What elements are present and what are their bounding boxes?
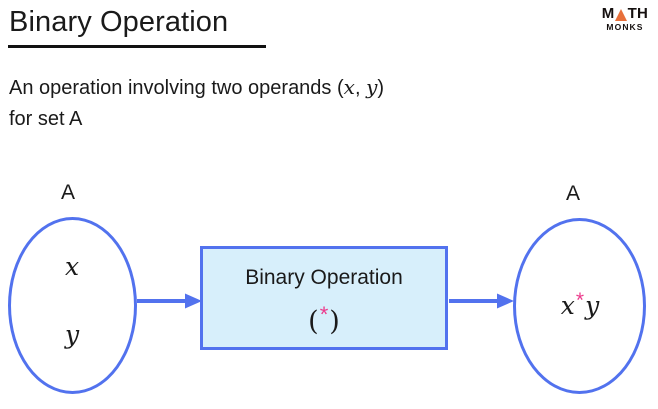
arrow-left-to-box [137,293,202,309]
right-set-result-expression: x*y [519,286,641,321]
right-set-label: A [565,182,580,205]
logo-wordmark-top: M TH [597,6,653,21]
math-monks-logo: M TH MONKS [597,6,653,33]
subtitle-text-prefix: An operation involving two operands ( [9,77,344,99]
operation-box-symbol: (*) [203,300,445,337]
page-title: Binary Operation [9,6,229,38]
result-operand-y: y [585,291,600,320]
result-operand-x: x [560,291,575,320]
logo-letters-th: TH [627,5,649,22]
left-set-element-y: y [64,320,80,349]
title-underline [8,45,266,48]
logo-triangle-icon [615,8,628,21]
result-operator-asterisk-icon: * [575,289,585,312]
paren-open: ( [308,306,319,337]
logo-letter-m: M [601,5,615,22]
operator-asterisk-icon: * [319,302,329,327]
page-subtitle: An operation involving two operands (x, … [9,72,569,135]
operation-box-title: Binary Operation [245,266,403,289]
left-set-element-x: x [64,252,80,281]
left-set-ellipse [8,217,137,394]
logo-wordmark-bottom: MONKS [606,22,644,32]
subtitle-variable-y: y [366,75,378,99]
subtitle-text-suffix: ) [377,77,385,99]
subtitle-line-two: for set A [9,108,83,130]
right-set-ellipse [513,218,646,394]
subtitle-variable-x: x [343,75,355,99]
subtitle-comma: , [354,77,367,99]
binary-operation-box: Binary Operation (*) [200,246,448,350]
paren-close: ) [329,306,340,337]
arrow-box-to-right [449,293,514,309]
left-set-label: A [60,181,75,204]
